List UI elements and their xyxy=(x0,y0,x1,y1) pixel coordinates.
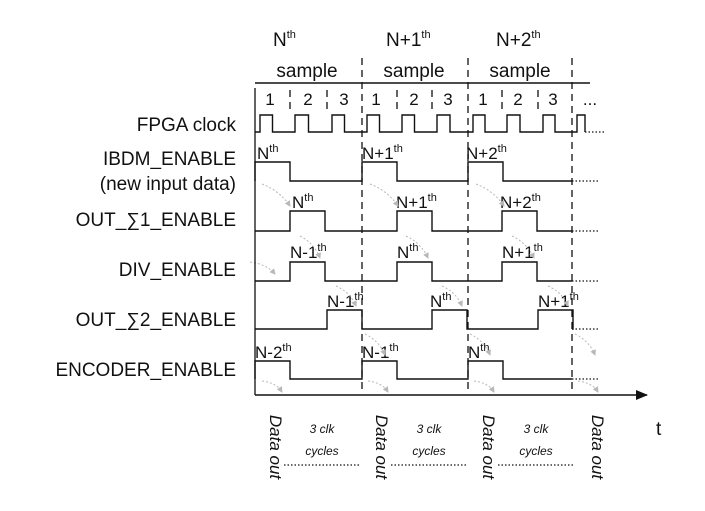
sample-boundaries xyxy=(361,58,573,392)
sample-tag: N+2th xyxy=(466,143,507,163)
data-out-label: Data out xyxy=(588,415,607,481)
div-waveform xyxy=(255,261,572,282)
data-flow-arrow xyxy=(261,183,291,207)
clk-cycles-label-line2: cycles xyxy=(305,444,338,458)
sample-tag: N-2th xyxy=(255,342,292,362)
cycle-number: ... xyxy=(583,90,597,109)
cycle-number: 3 xyxy=(548,90,557,109)
waveforms xyxy=(254,114,605,380)
cycle-number: 2 xyxy=(303,90,312,109)
signal-label-ibdm: IBDM_ENABLE xyxy=(103,149,236,170)
sample-tag: N-1th xyxy=(327,291,364,311)
sample-tag: N+1th xyxy=(362,143,403,163)
out-sum2-waveform xyxy=(255,309,574,330)
data-flow-arrows xyxy=(249,183,599,393)
sample-tag: N+2th xyxy=(500,192,541,212)
group-title-n2: N+2th xyxy=(496,29,541,51)
group-title-n: Nth xyxy=(273,29,296,51)
data-flow-arrow xyxy=(367,380,389,393)
group-sample-n1: sample xyxy=(383,61,444,82)
sample-tag: Nth xyxy=(292,192,313,212)
signal-label-encoder: ENCODER_ENABLE xyxy=(55,360,236,381)
clk-cycles-label-line1: 3 clk xyxy=(417,422,443,436)
sample-tag: N+1th xyxy=(502,242,543,262)
sample-tag: Nth xyxy=(257,143,278,163)
cycle-number: 3 xyxy=(339,90,348,109)
cycle-numbers: 1 2 3 1 2 3 1 2 3... xyxy=(265,90,597,112)
cycle-number: 1 xyxy=(478,90,487,109)
data-flow-arrow xyxy=(249,261,276,275)
group-title-n1: N+1th xyxy=(386,29,431,51)
signal-sublabel-ibdm: (new input data) xyxy=(100,174,236,195)
bottom-annotations: Data out Data out Data out Data out 3 clk cyc… xyxy=(266,415,607,481)
signal-labels: FPGA clock IBDM_ENABLE (new input data) … xyxy=(55,115,236,381)
sample-tag: Nth xyxy=(397,242,418,262)
data-flow-arrow xyxy=(574,333,596,356)
group-sample-n: sample xyxy=(276,61,337,82)
ibdm-waveform xyxy=(254,161,572,182)
sample-tag: N+1th xyxy=(396,192,437,212)
clk-cycles-label-line1: 3 clk xyxy=(310,422,336,436)
signal-label-out-sum2: OUT_∑2_ENABLE xyxy=(76,310,236,331)
data-flow-arrow xyxy=(511,235,535,259)
sample-tag: N-1th xyxy=(362,342,399,362)
signal-label-div: DIV_ENABLE xyxy=(119,260,236,281)
sample-tag: N+1th xyxy=(538,291,579,311)
time-axis: t xyxy=(254,88,662,440)
data-out-label: Data out xyxy=(479,415,498,481)
time-axis-label: t xyxy=(656,419,662,440)
encoder-waveform xyxy=(254,360,572,380)
sample-header: Nth N+1th N+2th sample sample sample 1 2 3… xyxy=(255,29,597,112)
data-out-label: Data out xyxy=(372,415,391,481)
clock-waveform xyxy=(255,114,586,133)
cycle-number: 2 xyxy=(409,90,418,109)
signal-label-out-sum1: OUT_∑1_ENABLE xyxy=(76,210,236,231)
data-flow-arrow xyxy=(369,183,399,207)
sample-tag: Nth xyxy=(430,291,451,311)
group-sample-n2: sample xyxy=(489,61,550,82)
data-flow-arrow xyxy=(475,183,505,207)
data-flow-arrow xyxy=(577,380,599,393)
cycle-number: 3 xyxy=(443,90,452,109)
data-out-label: Data out xyxy=(266,415,285,481)
data-flow-arrow xyxy=(473,380,495,393)
out-sum1-waveform xyxy=(255,210,572,232)
cycle-number: 1 xyxy=(371,90,380,109)
sample-tag: N-1th xyxy=(290,242,327,262)
data-flow-arrow xyxy=(405,235,429,259)
clk-cycles-label-line1: 3 clk xyxy=(524,422,550,436)
cycle-number: 2 xyxy=(513,90,522,109)
clk-cycles-label-line2: cycles xyxy=(412,444,445,458)
sample-tag: Nth xyxy=(468,342,489,362)
clk-cycles-label-line2: cycles xyxy=(519,444,552,458)
data-flow-arrow xyxy=(261,380,283,393)
cycle-number: 1 xyxy=(265,90,274,109)
signal-label-clock: FPGA clock xyxy=(137,115,237,136)
